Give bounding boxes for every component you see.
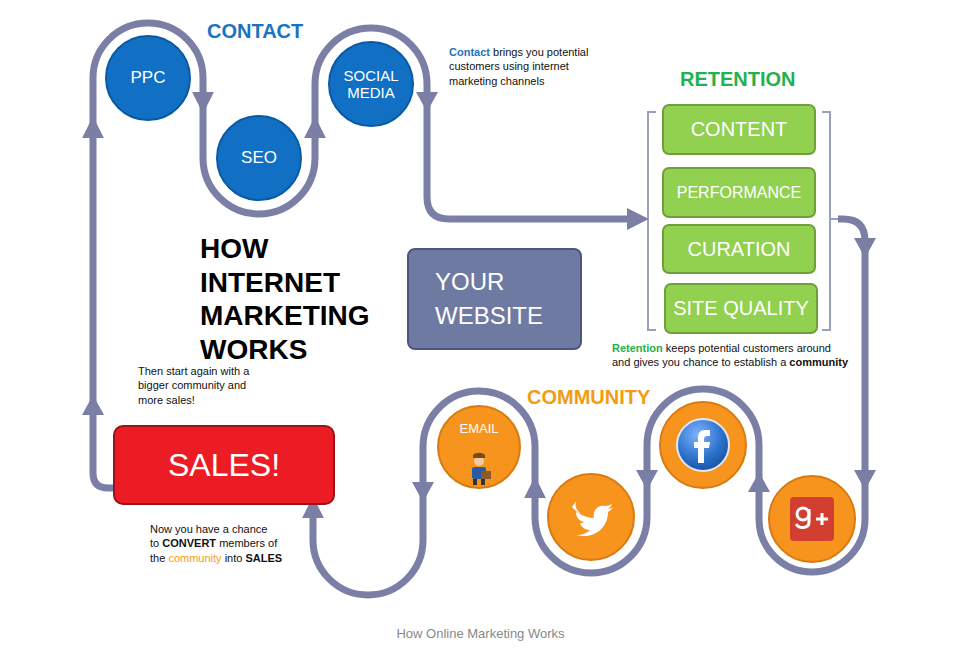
sales-box: SALES!	[113, 425, 335, 505]
label-text: community	[789, 356, 848, 368]
flow-track	[315, 28, 640, 219]
label-text: Then start again with a bigger community…	[138, 365, 249, 406]
node-label: YOUR WEBSITE	[435, 265, 565, 332]
label-text: RETENTION	[680, 68, 796, 90]
flow-track	[313, 391, 535, 595]
note-text: Retentionkeeps potential customers aroun…	[612, 341, 852, 370]
node-label: PPC	[131, 68, 166, 88]
note-text: Contactbrings you potential customers us…	[449, 45, 609, 88]
channel-circle: SEO	[216, 115, 302, 201]
label-text: Retention	[612, 342, 663, 354]
label-text: Contact	[449, 46, 490, 58]
node-label: CURATION	[688, 238, 791, 261]
node-label: PERFORMANCE	[677, 184, 801, 202]
email-circle: EMAIL	[437, 405, 521, 489]
figure-caption: How Online Marketing Works	[0, 626, 961, 641]
twitter-icon	[548, 474, 634, 560]
retention-box: CONTENT	[662, 104, 816, 155]
retention-box: CURATION	[662, 224, 816, 274]
note-text: COMMUNITY	[527, 384, 727, 410]
diagram-title: HOW INTERNET MARKETING WORKS	[200, 232, 390, 366]
label-text: CONVERT	[162, 537, 216, 549]
retention-box: PERFORMANCE	[662, 167, 816, 218]
facebook-icon	[660, 402, 746, 488]
node-label: SALES!	[168, 447, 280, 484]
note-text: CONTACT	[207, 18, 407, 44]
website-box: YOUR WEBSITE	[407, 248, 582, 350]
flow-track	[93, 23, 203, 125]
note-text: Then start again with a bigger community…	[138, 364, 270, 407]
retention-box: SITE QUALITY	[664, 283, 818, 334]
label-text: into	[225, 552, 243, 564]
channel-circle: SOCIAL MEDIA	[328, 41, 414, 127]
node-label: SOCIAL MEDIA	[335, 67, 407, 102]
node-label: CONTENT	[691, 118, 788, 141]
node-label: SEO	[241, 148, 277, 168]
note-text: Now you have a chance toCONVERTmembers o…	[150, 522, 300, 565]
label-text: SALES	[245, 552, 282, 564]
label-text: COMMUNITY	[527, 386, 650, 408]
node-label: EMAIL	[459, 421, 498, 436]
flow-track	[203, 105, 315, 214]
node-label: SITE QUALITY	[673, 297, 809, 320]
google-plus-icon	[769, 476, 855, 562]
label-text: community	[168, 552, 221, 564]
note-text: RETENTION	[680, 66, 880, 92]
label-text: CONTACT	[207, 20, 303, 42]
channel-circle: PPC	[105, 35, 191, 121]
flow-track	[93, 125, 113, 488]
